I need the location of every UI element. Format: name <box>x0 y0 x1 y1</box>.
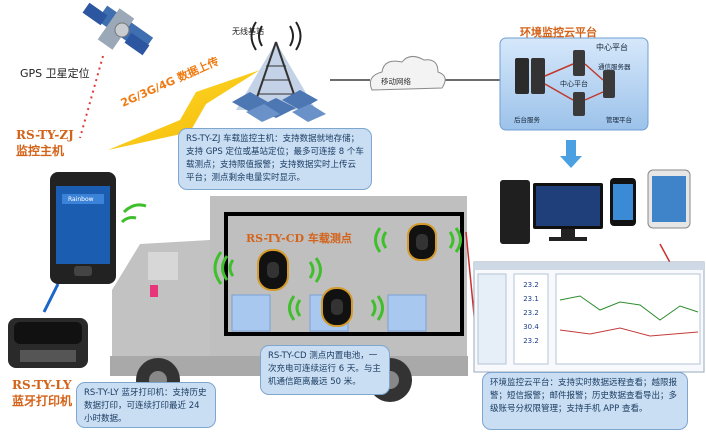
uplink-arrow <box>108 70 260 150</box>
printer-icon <box>8 318 88 368</box>
desktop-computer-icon <box>500 180 603 244</box>
tower-icon <box>232 21 326 122</box>
printer-title: RS-TY-LY 蓝牙打印机 <box>12 377 72 409</box>
reading-value: 30.4 <box>523 323 539 331</box>
host-callout: RS-TY-ZJ 车载监控主机：支持数据就地存储；支持 GPS 定位或基站定位；… <box>178 128 372 190</box>
sensor-icon <box>407 223 437 261</box>
sensor-callout: RS-TY-CD 测点内置电池，一次充电可连续运行 6 天。与主机通信距离最远 … <box>260 345 390 395</box>
wireless-wave-icon <box>120 203 462 321</box>
cloud-center-node: 中心平台 <box>560 80 588 88</box>
cloud-comm-server: 通信服务器 <box>598 63 631 71</box>
printer-title-line1: RS-TY-LY <box>12 378 72 392</box>
cargo-box <box>231 294 271 332</box>
printer-title-line2: 蓝牙打印机 <box>12 394 73 408</box>
reading-value: 23.1 <box>523 295 539 303</box>
network-cloud-icon <box>369 56 446 91</box>
server-rack-icons <box>515 50 615 116</box>
host-title-line1: RS-TY-ZJ <box>16 128 74 142</box>
sensor-icon <box>321 287 353 327</box>
sensor-icon <box>257 249 289 291</box>
monitor-host-device <box>50 172 116 284</box>
cargo-box <box>387 294 427 332</box>
smartphone-icon <box>610 178 636 226</box>
gps-link-line <box>79 55 104 139</box>
cloud-backend: 后台服务 <box>514 116 540 124</box>
host-title-line2: 监控主机 <box>16 144 65 158</box>
bluetooth-link-line <box>42 283 60 313</box>
cloud-center-label: 中心平台 <box>596 43 628 52</box>
tower-label: 无线基站 <box>232 27 264 36</box>
reading-value: 23.2 <box>523 309 539 317</box>
tablet-icon <box>647 169 691 229</box>
satellite-icon <box>82 2 154 56</box>
cloud-title: 环境监控云平台 <box>520 26 597 39</box>
printer-callout: RS-TY-LY 蓝牙打印机：支持历史数据打印，可连续打印最近 24 小时数据。 <box>76 382 216 428</box>
reading-value: 23.2 <box>523 281 539 289</box>
reading-value: 23.2 <box>523 337 539 345</box>
sensor-title: RS-TY-CD 车载测点 <box>246 232 352 245</box>
down-arrow-icon <box>560 140 582 168</box>
host-brand: Rainbow <box>68 196 94 203</box>
platform-screenshot <box>473 261 705 373</box>
host-title: RS-TY-ZJ 监控主机 <box>16 127 74 159</box>
gps-label: GPS 卫星定位 <box>20 67 90 80</box>
cloud-mgmt: 管理平台 <box>606 116 632 124</box>
platform-callout: 环境监控云平台：支持实时数据远程查看；越限报警；短信报警；邮件报警；历史数据查看… <box>482 372 688 430</box>
platform-value-list: 23.2 23.1 23.2 30.4 23.2 <box>517 278 545 348</box>
network-label: 移动网络 <box>381 77 411 86</box>
